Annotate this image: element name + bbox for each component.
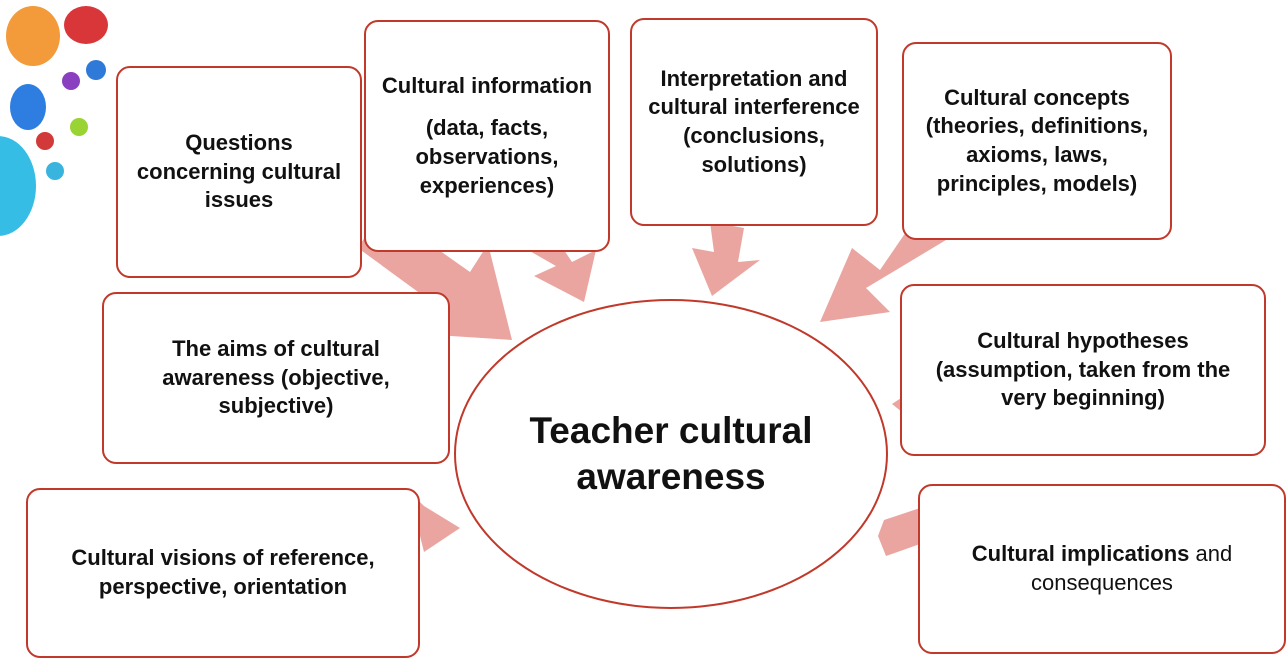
arrow-interpretation <box>692 222 760 296</box>
concepts-text: Cultural concepts (theories, definitions… <box>925 84 1149 196</box>
decor-cyan-dot <box>46 162 64 180</box>
decor-blue-dot <box>86 60 106 80</box>
implications-bold: Cultural implications <box>971 541 1190 567</box>
information-title: Cultural information <box>381 72 593 98</box>
box-hypotheses: Cultural hypotheses (assumption, taken f… <box>900 284 1266 456</box>
box-implications: Cultural implications and consequences <box>918 484 1286 654</box>
visions-text: Cultural visions of reference, perspecti… <box>71 545 375 599</box>
box-aims: The aims of cultural awareness (objectiv… <box>102 292 450 464</box>
central-ellipse: Teacher cultural awareness <box>454 299 888 609</box>
interpretation-text: Interpretation and cultural interference… <box>648 65 860 177</box>
box-cultural-concepts: Cultural concepts (theories, definitions… <box>902 42 1172 240</box>
decor-purple-dot <box>62 72 80 90</box>
box-visions: Cultural visions of reference, perspecti… <box>26 488 420 658</box>
arrow-information <box>528 238 596 302</box>
arrow-visions <box>418 500 460 552</box>
decor-orange-circle <box>6 6 60 66</box>
decor-red-circle <box>64 6 108 44</box>
hypotheses-text: Cultural hypotheses (assumption, taken f… <box>935 328 1231 411</box>
information-detail: (data, facts, observations, experiences) <box>415 115 559 198</box>
decor-green-dot <box>70 118 88 136</box>
box-cultural-information: Cultural information (data, facts, obser… <box>364 20 610 252</box>
box-interpretation: Interpretation and cultural interference… <box>630 18 878 226</box>
box-questions: Questions concerning cultural issues <box>116 66 362 278</box>
questions-text: Questions concerning cultural issues <box>136 130 342 213</box>
implications-text: Cultural implications and consequences <box>932 540 1272 597</box>
aims-text: The aims of cultural awareness (objectiv… <box>162 336 390 419</box>
center-label: Teacher cultural awareness <box>529 409 813 497</box>
decor-blue-circle <box>10 84 46 130</box>
arrow-concepts <box>820 232 946 322</box>
arrow-implications <box>878 508 920 556</box>
decor-darkred-dot <box>36 132 54 150</box>
implications-rest: and consequences <box>1031 541 1233 595</box>
